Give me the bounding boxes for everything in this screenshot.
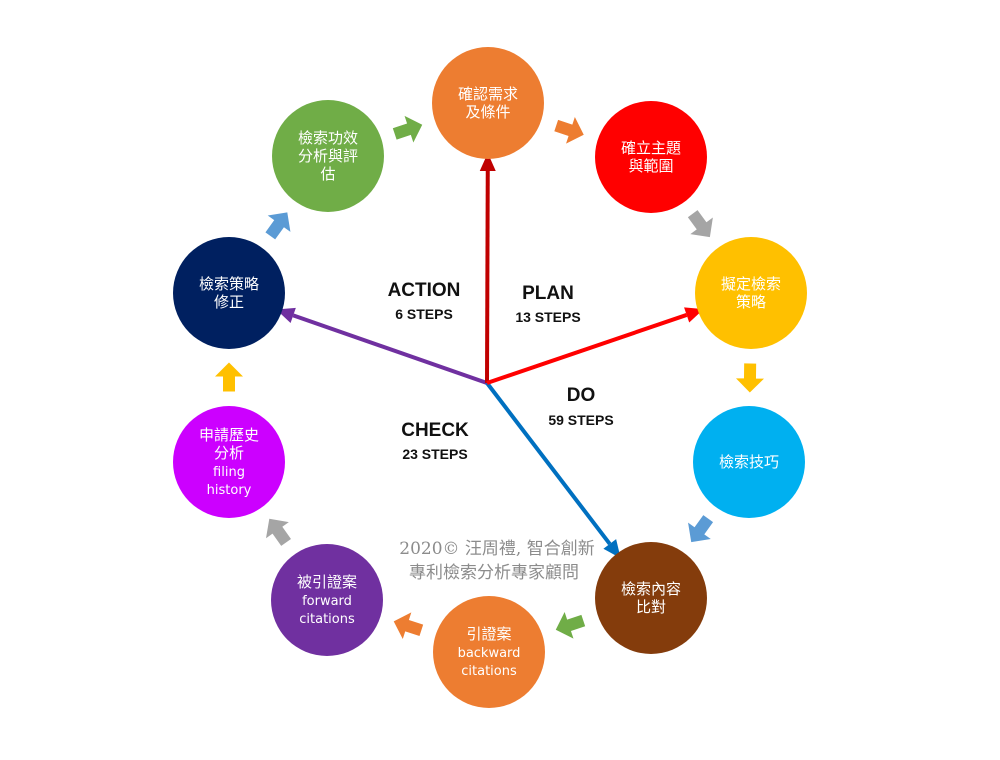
node-label: 引證案	[466, 625, 511, 643]
phase-action: ACTION 6 STEPS	[388, 280, 461, 322]
node-label: 比對	[636, 598, 666, 616]
phase-plan-steps: 13 STEPS	[515, 309, 580, 325]
flow-arrow-4	[688, 515, 714, 543]
node-circle	[595, 542, 707, 654]
node-circle	[173, 237, 285, 349]
node-label: 修正	[214, 293, 244, 311]
node-circle	[173, 406, 285, 518]
node-circle	[595, 101, 707, 213]
node-circle	[695, 237, 807, 349]
phase-do-steps: 59 STEPS	[548, 412, 613, 428]
copyright-note: 2020© 汪周禮, 智合創新 專利檢索分析專家顧問	[399, 539, 594, 583]
flow-arrow-7	[266, 518, 291, 546]
node-label: 檢索策略	[199, 275, 259, 293]
node-label: 策略	[736, 293, 766, 311]
node-label: 被引證案	[297, 573, 357, 591]
phase-ray-plan	[479, 152, 496, 384]
step-nodes: 確認需求及條件確立主題與範圍擬定檢索策略檢索技巧檢索內容比對引證案backwar…	[173, 47, 807, 708]
node-search-tips: 檢索技巧	[693, 406, 805, 518]
node-label: 確立主題	[621, 139, 681, 157]
flow-arrow-9	[265, 212, 291, 240]
node-label-en: citations	[461, 664, 517, 679]
node-circle	[272, 100, 384, 212]
node-label: 估	[320, 165, 335, 183]
phase-do: DO 59 STEPS	[548, 385, 613, 428]
phase-check-steps: 23 STEPS	[402, 446, 467, 462]
flow-arrow-8	[215, 362, 243, 392]
node-circle	[271, 544, 383, 656]
node-label: 與範圍	[628, 157, 673, 175]
node-label: 申請歷史	[199, 426, 259, 444]
node-label-en: filing	[213, 465, 245, 480]
node-label: 及條件	[465, 103, 510, 121]
phase-action-name: ACTION	[388, 280, 461, 301]
phase-action-steps: 6 STEPS	[395, 306, 453, 322]
node-circle	[433, 596, 545, 708]
phase-plan-name: PLAN	[522, 283, 574, 304]
node-label: 分析	[214, 444, 244, 462]
node-label: 檢索技巧	[719, 453, 779, 471]
phase-do-name: DO	[567, 385, 596, 406]
node-label-en: citations	[299, 612, 355, 627]
phase-ray-action	[276, 307, 488, 385]
phase-check: CHECK 23 STEPS	[401, 420, 469, 462]
node-label-en: backward	[458, 646, 521, 661]
node-label: 分析與評	[298, 147, 358, 165]
node-forward-citations: 被引證案 forward citations	[271, 544, 383, 656]
phase-plan: PLAN 13 STEPS	[515, 283, 580, 325]
phase-ray-do	[485, 381, 621, 559]
flow-arrow-2	[687, 210, 713, 238]
copyright-line-1: 2020© 汪周禮, 智合創新	[399, 539, 594, 559]
flow-arrow-1	[554, 117, 584, 144]
node-label-en: history	[207, 483, 252, 498]
flow-arrow-5	[555, 612, 586, 639]
node-label: 檢索功效	[298, 129, 358, 147]
node-label-en: forward	[302, 594, 352, 609]
copyright-line-2: 專利檢索分析專家顧問	[409, 563, 579, 583]
phase-check-name: CHECK	[401, 420, 469, 441]
phase-arrows	[276, 152, 704, 559]
flow-arrow-3	[735, 363, 764, 393]
flow-arrow-10	[392, 115, 423, 143]
flow-arrow-6	[393, 612, 424, 640]
node-label: 確認需求	[458, 85, 518, 103]
node-circle	[432, 47, 544, 159]
node-label: 擬定檢索	[721, 275, 781, 293]
flow-arrows	[215, 115, 764, 640]
node-backward-citations: 引證案 backward citations	[433, 596, 545, 708]
node-label: 檢索內容	[621, 580, 681, 598]
node-circle	[693, 406, 805, 518]
